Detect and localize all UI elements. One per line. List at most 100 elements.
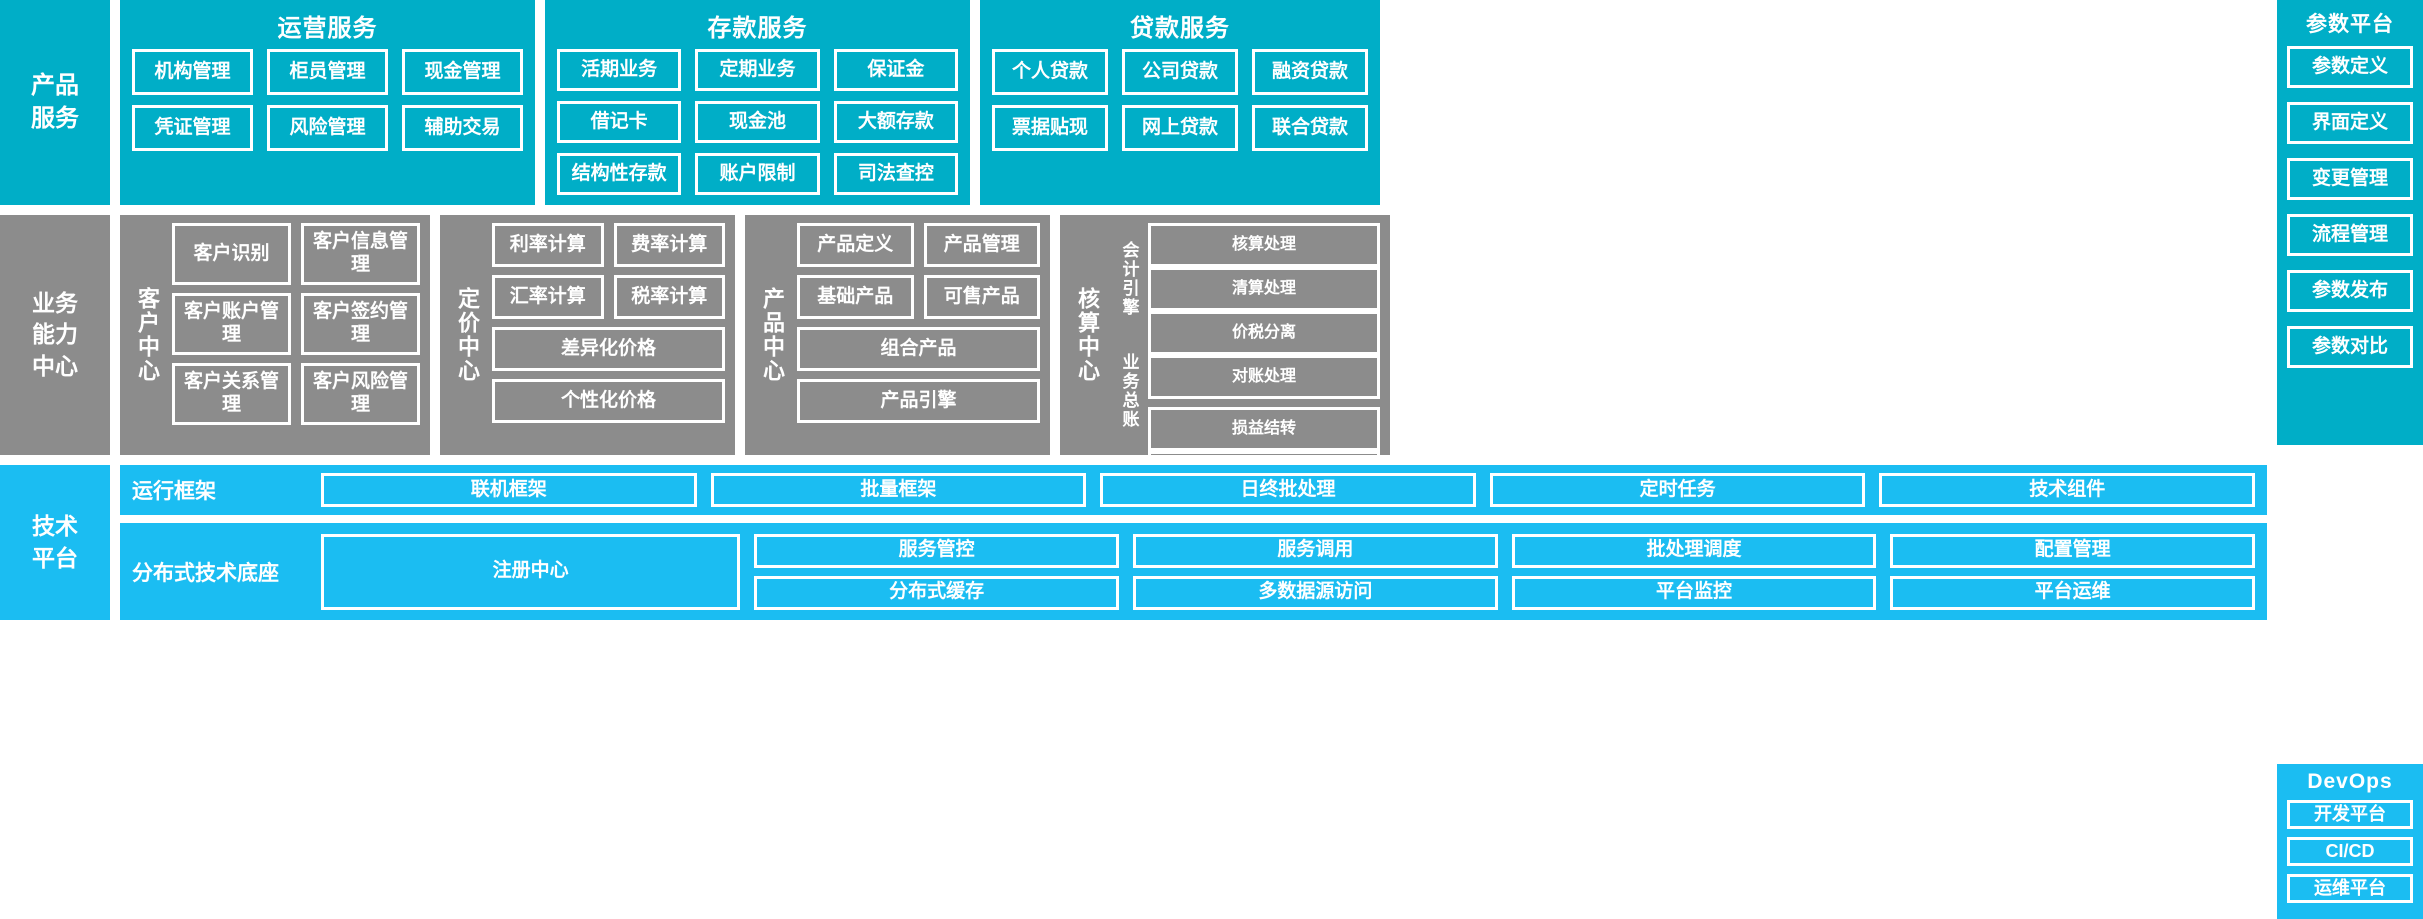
ops-item-4[interactable]: 风险管理 — [267, 105, 388, 151]
run-item-2[interactable]: 日终批处理 — [1100, 473, 1476, 507]
base-item-1[interactable]: 服务调用 — [1133, 533, 1498, 568]
loan-item-0[interactable]: 个人贷款 — [992, 49, 1108, 95]
base-item-7[interactable]: 平台运维 — [1890, 575, 2255, 610]
acct-eng-3[interactable]: 对账处理 — [1148, 355, 1380, 399]
base-item-0[interactable]: 服务管控 — [754, 533, 1120, 568]
param-item-2[interactable]: 变更管理 — [2287, 158, 2413, 200]
prod-item-2[interactable]: 基础产品 — [797, 275, 914, 319]
ops-item-5[interactable]: 辅助交易 — [402, 105, 523, 151]
dep-item-4[interactable]: 现金池 — [695, 101, 820, 143]
dep-item-7[interactable]: 账户限制 — [695, 153, 820, 195]
base-item-2[interactable]: 批处理调度 — [1511, 533, 1877, 568]
dep-item-0[interactable]: 活期业务 — [557, 49, 682, 91]
pricing-center-label: 定价中心 — [455, 287, 480, 383]
price-wide-0[interactable]: 差异化价格 — [492, 327, 725, 371]
dep-item-3[interactable]: 借记卡 — [557, 101, 682, 143]
ops-item-2[interactable]: 现金管理 — [402, 49, 523, 95]
dep-item-2[interactable]: 保证金 — [833, 49, 958, 91]
layer-label-product-services: 产品服务 — [0, 0, 110, 205]
price-item-0[interactable]: 利率计算 — [492, 223, 604, 267]
price-item-1[interactable]: 费率计算 — [613, 223, 725, 267]
cust-item-5[interactable]: 客户风险管理 — [301, 363, 420, 425]
base-item-6[interactable]: 平台监控 — [1511, 575, 1877, 610]
param-item-1[interactable]: 界面定义 — [2287, 102, 2413, 144]
acct-eng-2[interactable]: 价税分离 — [1148, 311, 1380, 355]
distributed-base-items: 注册中心 服务管控 服务调用 批处理调度 配置管理 分布式缓存 多数据源访问 平… — [321, 533, 2255, 610]
product-center-body: 产品定义 产品管理 基础产品 可售产品 组合产品 产品引擎 — [797, 223, 1040, 447]
cust-item-3[interactable]: 客户签约管理 — [301, 293, 420, 355]
devops-item-0[interactable]: 开发平台 — [2287, 800, 2413, 829]
panel-customer-center: 客户中心 客户识别 客户信息管理 客户账户管理 客户签约管理 客户关系管理 客户… — [120, 215, 430, 455]
run-item-3[interactable]: 定时任务 — [1489, 473, 1866, 507]
devops-item-1[interactable]: CI/CD — [2287, 837, 2413, 866]
accounting-engine-grid: 核算处理 清算处理 价税分离 对账处理 — [1148, 223, 1380, 399]
base-item-5[interactable]: 多数据源访问 — [1133, 575, 1498, 610]
acct-eng-1[interactable]: 清算处理 — [1148, 267, 1380, 311]
prod-item-1[interactable]: 产品管理 — [923, 223, 1040, 267]
prod-item-0[interactable]: 产品定义 — [797, 223, 914, 267]
layer-label-technology-platform-text: 技术平台 — [32, 513, 78, 571]
product-center-label: 产品中心 — [760, 287, 785, 383]
panel-operation-services-title: 运营服务 — [277, 15, 378, 42]
cust-item-0[interactable]: 客户识别 — [172, 223, 291, 285]
parameter-platform-title: 参数平台 — [2306, 13, 2394, 36]
tech-row-distributed-base: 分布式技术底座 注册中心 服务管控 服务调用 批处理调度 配置管理 分布式缓存 … — [120, 523, 2267, 620]
panel-operation-services: 运营服务 机构管理 柜员管理 现金管理 凭证管理 风险管理 辅助交易 — [120, 0, 535, 205]
ops-item-1[interactable]: 柜员管理 — [267, 49, 388, 95]
dep-item-1[interactable]: 定期业务 — [695, 49, 820, 91]
layer-label-business-capability: 业务能力中心 — [0, 215, 110, 455]
cust-item-1[interactable]: 客户信息管理 — [301, 223, 420, 285]
panel-loan-services-grid: 个人贷款 公司贷款 融资贷款 票据贴现 网上贷款 联合贷款 — [992, 49, 1368, 151]
cust-item-4[interactable]: 客户关系管理 — [172, 363, 291, 425]
loan-item-5[interactable]: 联合贷款 — [1252, 105, 1368, 151]
runtime-framework-label: 运行框架 — [132, 480, 216, 503]
loan-item-3[interactable]: 票据贴现 — [992, 105, 1108, 151]
panel-pricing-center: 定价中心 利率计算 费率计算 汇率计算 税率计算 差异化价格 个性化价格 — [440, 215, 735, 455]
loan-item-2[interactable]: 融资贷款 — [1252, 49, 1368, 95]
acct-eng-0[interactable]: 核算处理 — [1148, 223, 1380, 267]
registry-center[interactable]: 注册中心 — [321, 533, 741, 610]
product-center-grid: 产品定义 产品管理 基础产品 可售产品 — [797, 223, 1040, 319]
cust-item-2[interactable]: 客户账户管理 — [172, 293, 291, 355]
price-item-2[interactable]: 汇率计算 — [492, 275, 604, 319]
run-item-1[interactable]: 批量框架 — [710, 473, 1087, 507]
base-item-3[interactable]: 配置管理 — [1890, 533, 2255, 568]
business-capability-layer: 业务能力中心 客户中心 客户识别 客户信息管理 客户账户管理 客户签约管理 客户… — [0, 215, 2267, 583]
ops-item-3[interactable]: 凭证管理 — [132, 105, 253, 151]
accounting-center-body: 会计引擎 业务总账 核算处理 清算处理 价税分离 对账处理 损益结转 外币重估 — [1112, 223, 1380, 583]
param-item-5[interactable]: 参数对比 — [2287, 326, 2413, 368]
ops-item-0[interactable]: 机构管理 — [132, 49, 253, 95]
prod-wide-1[interactable]: 产品引擎 — [797, 379, 1040, 423]
base-item-4[interactable]: 分布式缓存 — [754, 575, 1120, 610]
devops-panel: DevOps 开发平台 CI/CD 运维平台 — [2277, 764, 2423, 919]
customer-center-grid: 客户识别 客户信息管理 客户账户管理 客户签约管理 客户关系管理 客户风险管理 — [172, 223, 420, 425]
run-item-0[interactable]: 联机框架 — [321, 473, 697, 507]
general-ledger-label: 业务总账 — [1119, 353, 1139, 429]
panel-loan-services: 贷款服务 个人贷款 公司贷款 融资贷款 票据贴现 网上贷款 联合贷款 — [980, 0, 1380, 205]
layer-label-technology-platform: 技术平台 — [0, 465, 110, 620]
accounting-sub-labels: 会计引擎 业务总账 — [1112, 223, 1142, 447]
dep-item-5[interactable]: 大额存款 — [833, 101, 958, 143]
product-services-layer: 产品服务 运营服务 机构管理 柜员管理 现金管理 凭证管理 风险管理 辅助交易 … — [0, 0, 2267, 205]
panel-deposit-services-grid: 活期业务 定期业务 保证金 借记卡 现金池 大额存款 结构性存款 账户限制 司法… — [557, 49, 958, 195]
prod-wide-0[interactable]: 组合产品 — [797, 327, 1040, 371]
layer-label-business-capability-text: 业务能力中心 — [32, 290, 78, 379]
price-item-3[interactable]: 税率计算 — [613, 275, 725, 319]
loan-item-1[interactable]: 公司贷款 — [1122, 49, 1238, 95]
devops-item-2[interactable]: 运维平台 — [2287, 874, 2413, 903]
pricing-center-body: 利率计算 费率计算 汇率计算 税率计算 差异化价格 个性化价格 — [492, 223, 725, 447]
param-item-4[interactable]: 参数发布 — [2287, 270, 2413, 312]
customer-center-label: 客户中心 — [135, 287, 160, 383]
dep-item-6[interactable]: 结构性存款 — [557, 153, 682, 195]
run-item-4[interactable]: 技术组件 — [1879, 473, 2255, 507]
accounting-center-label: 核算中心 — [1075, 287, 1100, 383]
dep-item-8[interactable]: 司法查控 — [833, 153, 958, 195]
param-item-3[interactable]: 流程管理 — [2287, 214, 2413, 256]
customer-center-body: 客户识别 客户信息管理 客户账户管理 客户签约管理 客户关系管理 客户风险管理 — [172, 223, 420, 447]
prod-item-3[interactable]: 可售产品 — [923, 275, 1040, 319]
price-wide-1[interactable]: 个性化价格 — [492, 379, 725, 423]
acct-gl-0[interactable]: 损益结转 — [1148, 407, 1380, 451]
param-item-0[interactable]: 参数定义 — [2287, 46, 2413, 88]
loan-item-4[interactable]: 网上贷款 — [1122, 105, 1238, 151]
